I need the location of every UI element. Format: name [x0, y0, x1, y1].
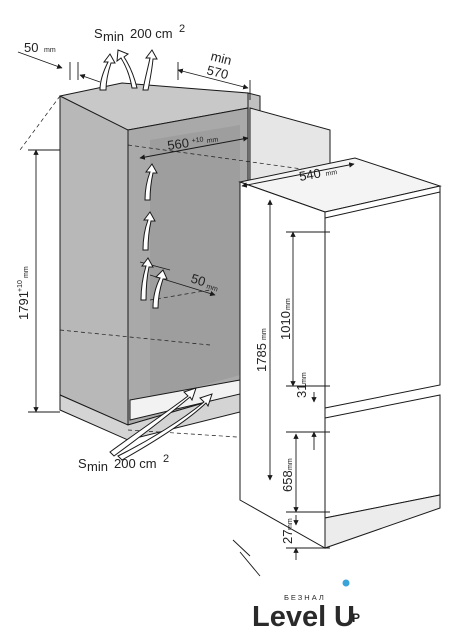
airflow-top-1-icon: [99, 53, 116, 91]
niche-width-value: 560: [166, 135, 190, 153]
niche-width-tolerance: +10: [191, 136, 204, 145]
fridge-height-unit: mm: [261, 328, 268, 340]
vent-bottom-s: S: [78, 456, 87, 471]
logo-small-text: БЕЗНАЛ: [284, 593, 326, 602]
niche-depth-value: 570: [205, 62, 230, 82]
niche-height-tolerance: +10: [17, 280, 24, 292]
airflow-bottom-icon: [109, 387, 197, 457]
airflow-inner-2-icon: [142, 211, 156, 251]
airflow-top-2-icon: [116, 49, 138, 89]
airflow-top-3-icon: [142, 49, 158, 91]
brand-logo: БЕЗНАЛ Level U P: [252, 579, 360, 633]
vent-top-s: S: [94, 26, 103, 41]
logo-drop-icon: [342, 579, 350, 587]
fridge-plinth: [324, 494, 441, 549]
niche-back-panel: [150, 125, 240, 400]
niche-left-wall: [59, 95, 129, 426]
airflow-inner-1-icon: [144, 163, 158, 201]
vent-top-left-value: 50: [24, 40, 38, 55]
vent-top-area: 200 cm: [130, 26, 173, 41]
niche-depth-min: min: [209, 48, 233, 68]
door-gap-value: 31: [294, 384, 309, 398]
logo-sub-letter: P: [352, 611, 360, 625]
fridge-width-unit: mm: [325, 169, 338, 178]
airflow-inner-3-icon: [140, 257, 154, 301]
fridge-side-face: [239, 181, 326, 549]
logo-word: Level: [252, 601, 326, 633]
inner-gap-unit: mm: [205, 283, 218, 293]
niche-height-value: 1791: [16, 291, 31, 320]
airflow-inner-4-icon: [152, 269, 168, 309]
upper-door-value: 1010: [278, 311, 293, 340]
plinth-unit: mm: [287, 518, 294, 530]
logo-letter: U: [334, 601, 355, 633]
vent-top-min: min: [103, 29, 124, 44]
inner-gap-value: 50: [189, 271, 207, 290]
fridge-appliance: [238, 157, 442, 549]
fridge-width-value: 540: [298, 165, 322, 184]
fridge-upper-door: [324, 185, 441, 409]
fridge-height-value: 1785: [254, 343, 269, 372]
door-gap-unit: mm: [301, 372, 308, 384]
upper-door-unit: mm: [285, 298, 292, 310]
lower-door-unit: mm: [287, 458, 294, 470]
plinth-value: 27: [280, 530, 295, 544]
vent-top-left-unit: mm: [44, 47, 56, 54]
vent-bottom-min: min: [87, 459, 108, 474]
airflow-bottom-2-icon: [117, 393, 213, 461]
airflow-arrows: [99, 49, 213, 461]
vent-bottom-sup: 2: [163, 453, 169, 465]
dimension-lines: [17, 51, 355, 577]
niche-width-unit: mm: [206, 136, 219, 145]
lower-door-value: 658: [280, 470, 295, 492]
niche-height-unit: mm: [23, 266, 30, 278]
vent-top-sup: 2: [179, 23, 185, 35]
vent-bottom-area: 200 cm: [114, 456, 157, 471]
